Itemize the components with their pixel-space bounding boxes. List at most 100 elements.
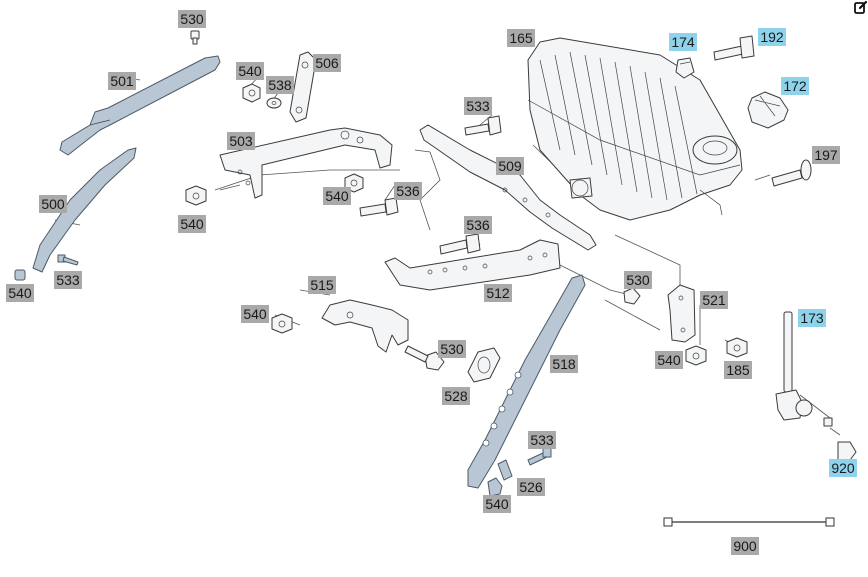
- label-538: 538: [266, 76, 294, 94]
- svg-text:518: 518: [552, 356, 576, 372]
- svg-text:506: 506: [315, 55, 339, 71]
- part-528-grommet: [467, 347, 501, 383]
- part-530-screw-top: [190, 30, 200, 45]
- label-526: 526: [517, 478, 545, 496]
- part-920-connector: [823, 417, 857, 461]
- part-503-bracket: [219, 127, 393, 199]
- part-512-bracket: [384, 239, 561, 291]
- part-174-clip: [675, 57, 695, 79]
- label-500: 500: [39, 195, 67, 213]
- part-540-nut-d: [271, 313, 293, 334]
- part-533-bolt-b: [464, 115, 502, 136]
- label-528: 528: [442, 387, 470, 405]
- label-530-top: 530: [178, 10, 206, 28]
- svg-text:536: 536: [396, 183, 420, 199]
- label-540-b: 540: [323, 187, 351, 205]
- part-515-bracket: [321, 299, 409, 353]
- edit-button[interactable]: [854, 0, 868, 14]
- label-185: 185: [724, 361, 752, 379]
- svg-text:536: 536: [466, 217, 490, 233]
- label-540-c: 540: [178, 215, 206, 233]
- svg-text:197: 197: [814, 147, 838, 163]
- label-920: 920: [829, 459, 857, 477]
- label-518: 518: [550, 355, 578, 373]
- svg-text:172: 172: [783, 78, 807, 94]
- label-521: 521: [700, 291, 728, 309]
- edit-icon: [854, 0, 868, 14]
- svg-text:540: 540: [325, 188, 349, 204]
- part-540-nut-left: [14, 269, 26, 281]
- svg-text:509: 509: [498, 158, 522, 174]
- svg-text:174: 174: [671, 34, 695, 50]
- svg-text:185: 185: [726, 362, 750, 378]
- label-533-a: 533: [464, 97, 492, 115]
- svg-text:512: 512: [486, 285, 510, 301]
- svg-text:503: 503: [229, 133, 253, 149]
- svg-text:530: 530: [626, 272, 650, 288]
- part-536-bolt-a: [359, 197, 399, 217]
- part-540-nut-b: [185, 185, 207, 206]
- label-530-b: 530: [624, 271, 652, 289]
- label-512: 512: [484, 284, 512, 302]
- label-197: 197: [812, 146, 840, 164]
- part-185-nut: [726, 337, 748, 358]
- label-533-b: 533: [54, 271, 82, 289]
- svg-text:192: 192: [760, 29, 784, 45]
- part-172-cap: [747, 91, 789, 129]
- label-173: 173: [798, 309, 826, 327]
- label-536-a: 536: [394, 182, 422, 200]
- label-900: 900: [731, 537, 759, 555]
- part-501-rail: [59, 55, 221, 156]
- svg-text:920: 920: [831, 460, 855, 476]
- svg-text:500: 500: [41, 196, 65, 212]
- part-530-bolt-mid: [404, 345, 445, 371]
- svg-text:530: 530: [180, 11, 204, 27]
- part-197-bolt: [771, 159, 812, 187]
- svg-text:540: 540: [485, 496, 509, 512]
- label-540-e: 540: [241, 305, 269, 323]
- svg-text:540: 540: [657, 352, 681, 368]
- part-540-nut-a: [242, 83, 261, 103]
- svg-text:515: 515: [310, 277, 334, 293]
- label-501: 501: [108, 72, 136, 90]
- label-174: 174: [669, 33, 697, 51]
- part-526-plate: [497, 459, 513, 481]
- svg-text:165: 165: [509, 30, 533, 46]
- label-509: 509: [496, 157, 524, 175]
- svg-text:530: 530: [440, 341, 464, 357]
- svg-text:540: 540: [238, 63, 262, 79]
- part-509-strap: [419, 124, 597, 251]
- label-515: 515: [308, 276, 336, 294]
- label-540-g: 540: [483, 495, 511, 513]
- part-540-nut-f: [685, 345, 707, 366]
- svg-text:540: 540: [8, 285, 32, 301]
- part-165-housing: [527, 37, 743, 221]
- label-533-c: 533: [528, 431, 556, 449]
- svg-text:521: 521: [702, 292, 726, 308]
- part-533-bolt-c: [527, 447, 552, 466]
- svg-text:540: 540: [243, 306, 267, 322]
- svg-text:501: 501: [110, 73, 134, 89]
- svg-text:900: 900: [733, 538, 757, 554]
- label-506: 506: [313, 54, 341, 72]
- svg-text:538: 538: [268, 77, 292, 93]
- label-192: 192: [758, 28, 786, 46]
- part-900-wire: [663, 517, 835, 527]
- part-518-arm: [467, 274, 586, 489]
- part-533-bolt-left: [57, 254, 79, 266]
- part-530-bolt-right: [623, 287, 641, 305]
- label-540-a: 540: [236, 62, 264, 80]
- part-540-nut-e: [487, 477, 503, 497]
- label-503: 503: [227, 132, 255, 150]
- svg-text:528: 528: [444, 388, 468, 404]
- svg-text:173: 173: [800, 310, 824, 326]
- svg-text:533: 533: [530, 432, 554, 448]
- label-530-c: 530: [438, 340, 466, 358]
- part-192-bolt: [713, 35, 755, 61]
- label-172: 172: [781, 77, 809, 95]
- svg-text:533: 533: [466, 98, 490, 114]
- part-538-washer: [266, 97, 282, 109]
- label-536-b: 536: [464, 216, 492, 234]
- svg-text:540: 540: [180, 216, 204, 232]
